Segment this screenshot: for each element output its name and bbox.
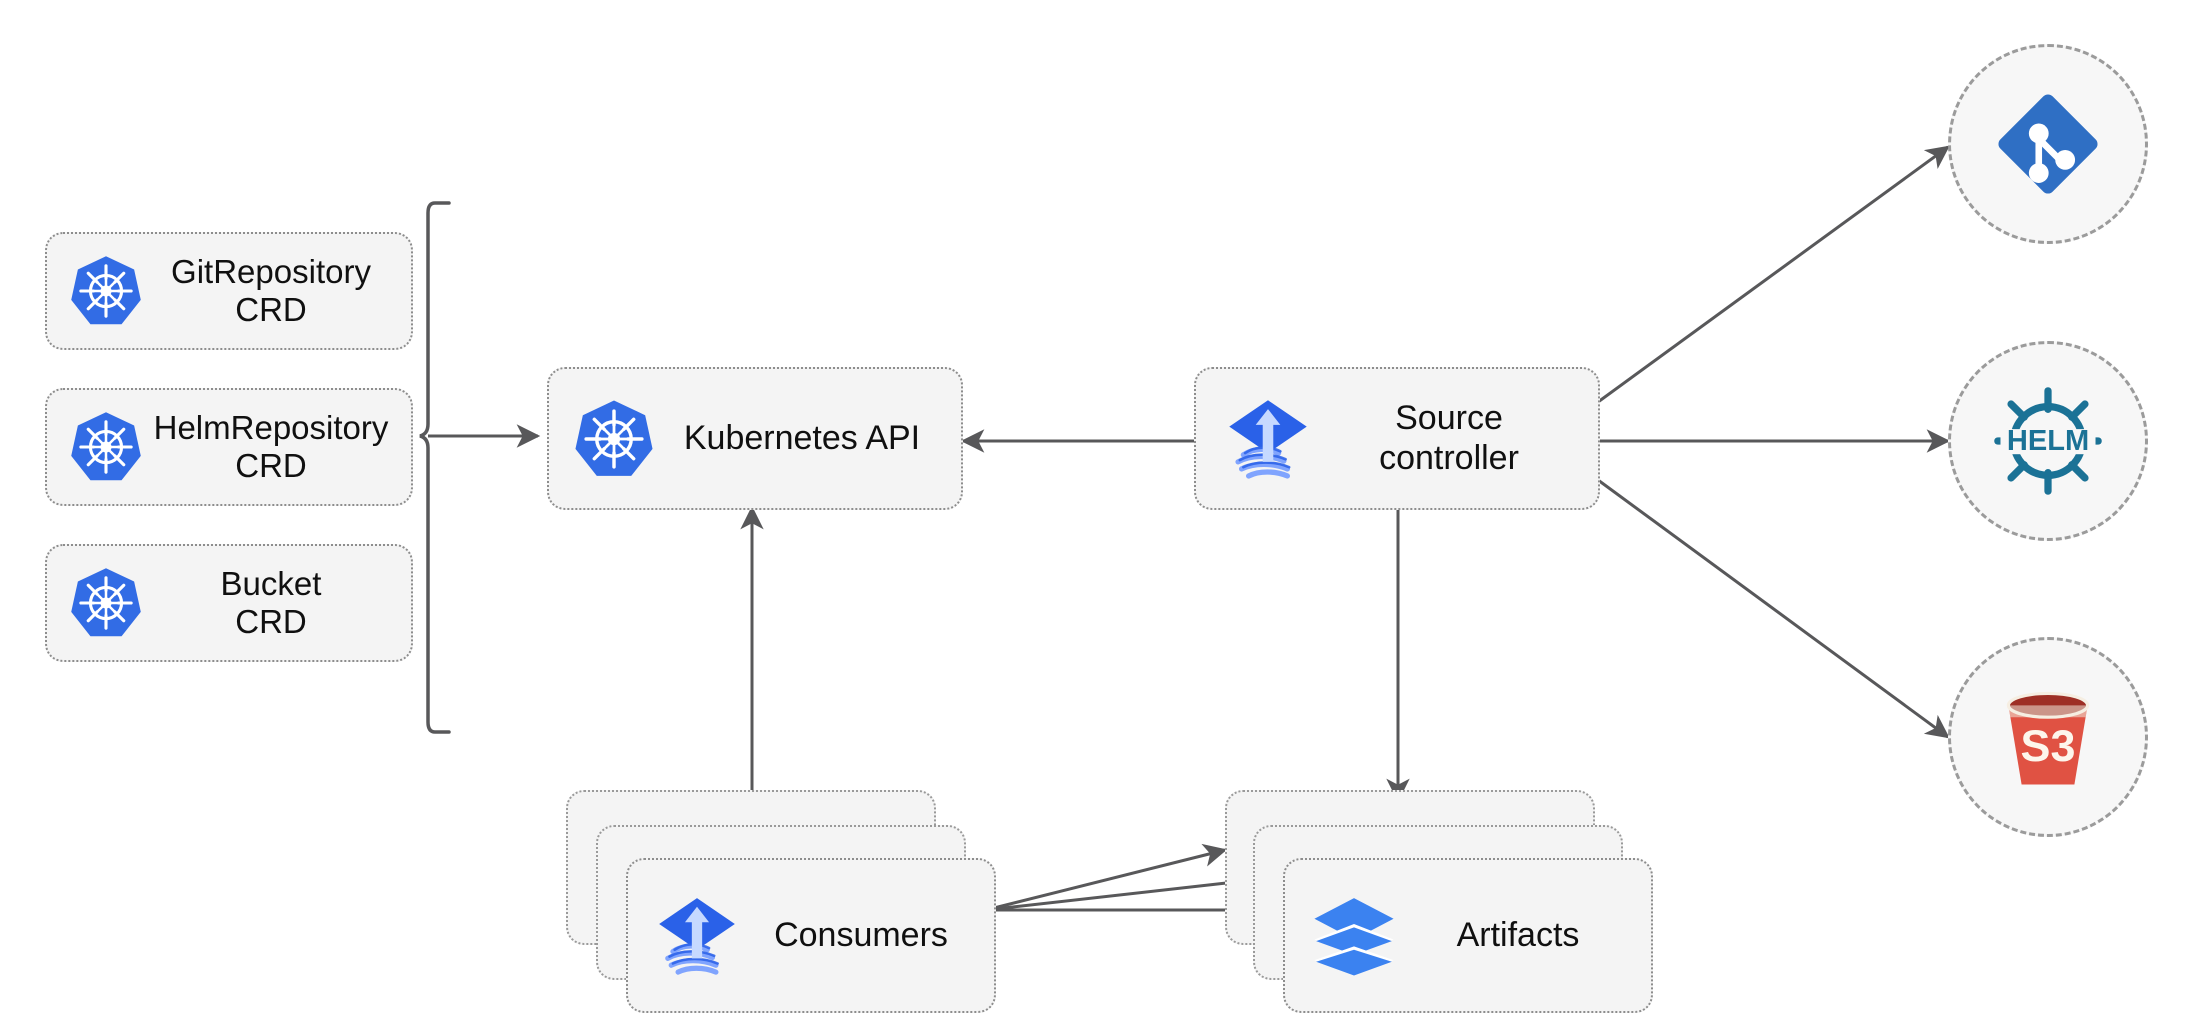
consumers-node[interactable]: Consumers — [626, 858, 996, 1013]
flux-icon — [1224, 395, 1312, 483]
consumers-label: Consumers — [774, 915, 948, 954]
kubernetes-icon — [573, 398, 655, 480]
layers-icon — [1311, 893, 1397, 979]
kubernetes-icon — [69, 410, 143, 484]
kubernetes-icon — [69, 254, 143, 328]
source-controller-node[interactable]: Source controller — [1194, 367, 1600, 510]
crd-box-bucket[interactable]: Bucket CRD — [45, 544, 413, 662]
endpoint-git[interactable] — [1948, 44, 2148, 244]
crd-group-brace — [419, 201, 451, 734]
s3-bucket-icon — [1982, 671, 2114, 803]
git-icon — [1982, 78, 2114, 210]
crd-label: HelmRepository CRD — [153, 409, 389, 484]
artifacts-node[interactable]: Artifacts — [1283, 858, 1653, 1013]
kubernetes-api-node[interactable]: Kubernetes API — [547, 367, 963, 510]
crd-label: GitRepository CRD — [171, 253, 371, 328]
edge-source-controller-to-git — [1597, 145, 1950, 404]
edge-consumers-to-artifacts-2 — [985, 870, 1256, 912]
edge-source-controller-to-s3 — [1597, 478, 1950, 739]
crd-box-gitrepository[interactable]: GitRepository CRD — [45, 232, 413, 350]
endpoint-s3[interactable] — [1948, 637, 2148, 837]
crd-box-helmrepository[interactable]: HelmRepository CRD — [45, 388, 413, 506]
artifacts-label: Artifacts — [1456, 915, 1580, 954]
endpoint-helm[interactable] — [1948, 341, 2148, 541]
crd-label: Bucket CRD — [220, 565, 322, 640]
helm-icon — [1982, 375, 2114, 507]
kubernetes-api-label: Kubernetes API — [683, 418, 921, 457]
kubernetes-icon — [69, 566, 143, 640]
source-controller-label: Source controller — [1379, 399, 1519, 477]
flux-icon — [654, 893, 740, 979]
edge-consumers-to-artifacts-1 — [985, 843, 1228, 912]
